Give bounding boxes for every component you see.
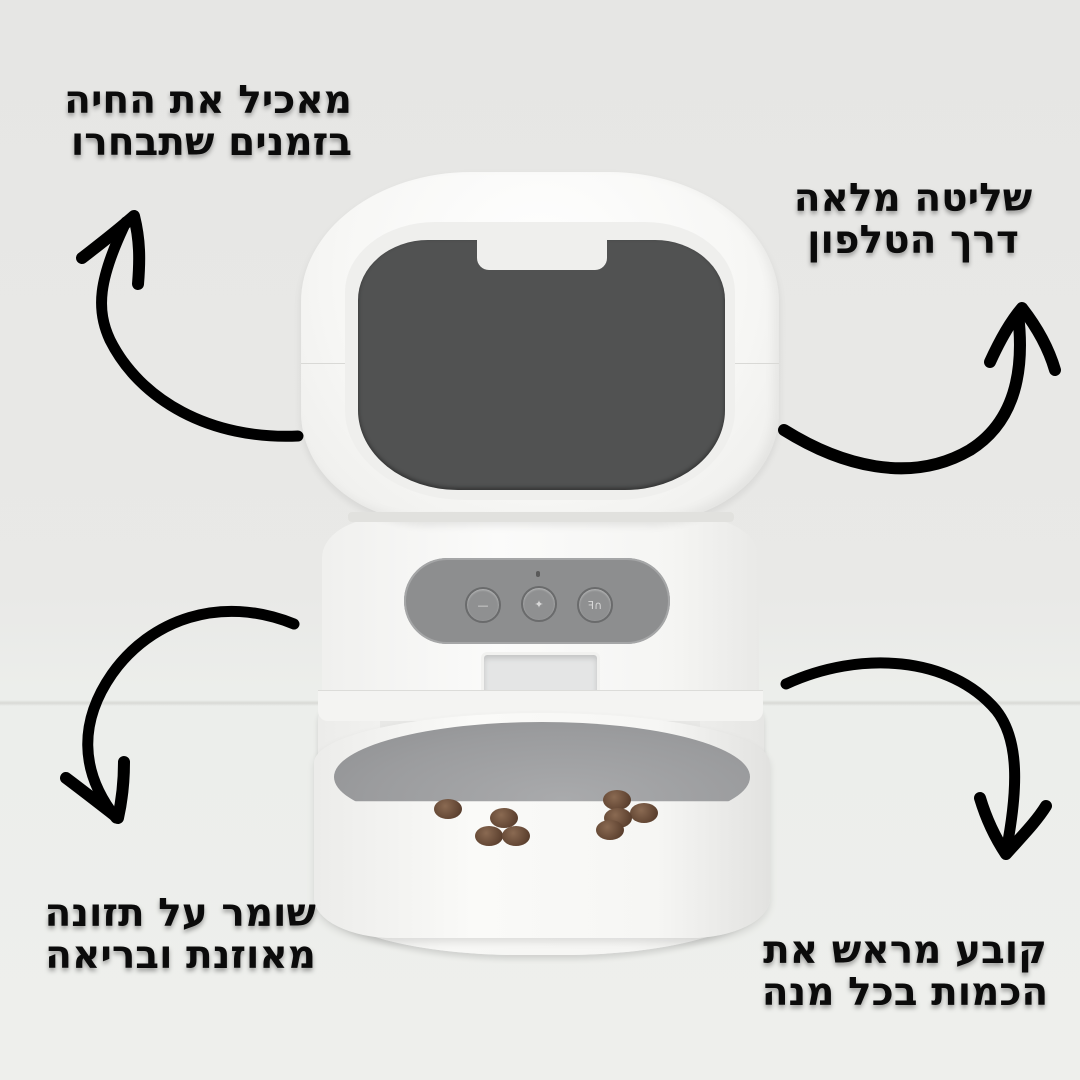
caption-line: קובע מראש את — [763, 928, 1047, 973]
record-button[interactable]: ꟻ∩ — [577, 587, 613, 623]
caption-line: הכמות בכל מנה — [761, 970, 1049, 1015]
feed-button[interactable]: ✦ — [521, 586, 557, 622]
kibble — [490, 808, 518, 828]
minus-button[interactable]: — — [465, 587, 501, 623]
caption-phone-control: שליטה מלאה דרך הטלפון — [788, 178, 1038, 262]
caption-line: שומר על תזונה — [44, 891, 317, 936]
curved-arrow-down-icon — [60, 605, 300, 824]
caption-line: מאכיל את החיה — [64, 78, 352, 123]
kibble — [434, 799, 462, 819]
caption-portion-preset: קובע מראש את הכמות בכל מנה — [746, 930, 1064, 1014]
feeder-neck-seam — [348, 512, 734, 522]
status-led — [536, 571, 540, 577]
lid-notch — [477, 238, 607, 270]
bowl-interior — [334, 722, 750, 802]
curved-arrow-down-icon — [780, 657, 1052, 860]
hopper-lid-window — [358, 240, 725, 490]
kibble — [630, 803, 658, 823]
kibble — [475, 826, 503, 846]
caption-balanced-nutrition: שומר על תזונה מאוזנת ובריאה — [16, 891, 317, 978]
record-icon: ꟻ∩ — [587, 598, 603, 612]
caption-feeds-at-chosen-times: מאכיל את החיה בזמנים שתבחרו — [30, 80, 352, 164]
kibble — [603, 790, 631, 810]
curved-arrow-up-icon — [76, 210, 304, 442]
kibble — [596, 820, 624, 840]
caption-line: מאוזנת ובריאה — [45, 933, 316, 978]
caption-line: שליטה מלאה — [793, 176, 1033, 221]
caption-line: דרך הטלפון — [807, 218, 1019, 263]
feed-icon: ✦ — [534, 597, 544, 611]
minus-icon: — — [477, 598, 489, 612]
curved-arrow-up-icon — [778, 302, 1061, 475]
caption-line: בזמנים שתבחרו — [70, 120, 352, 165]
kibble — [502, 826, 530, 846]
